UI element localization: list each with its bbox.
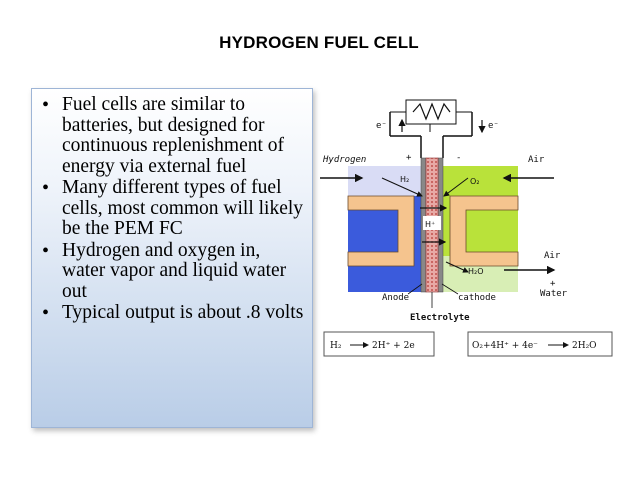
electrolyte-label: Electrolyte [410, 313, 470, 323]
anode-plate [347, 195, 415, 267]
svg-text:2H⁺ + 2e: 2H⁺ + 2e [372, 341, 415, 351]
anode-label: Anode [382, 293, 409, 303]
bullet-item: Fuel cells are similar to batteries, but… [40, 94, 306, 177]
anode-leader-line [407, 283, 423, 295]
anode-equation: H₂ 2H⁺ + 2e [323, 331, 435, 357]
hplus-label: H⁺ [425, 220, 435, 229]
h2-label: H₂ [400, 175, 409, 184]
bullet-item: Hydrogen and oxygen in, water vapor and … [40, 240, 306, 303]
electron-flow-arrows [398, 118, 486, 134]
h2-to-anode-arrow [381, 177, 423, 197]
svg-text:H₂: H₂ [330, 341, 342, 351]
load-resistor [390, 99, 472, 132]
bullet-list: Fuel cells are similar to batteries, but… [40, 94, 306, 324]
water-label: Water [540, 289, 568, 299]
cathode-label: cathode [458, 293, 496, 303]
cathode-equation: O₂+4H⁺ + 4e⁻ 2H₂O [467, 331, 613, 357]
svg-text:2H₂O: 2H₂O [572, 341, 597, 351]
fuel-cell-diagram: e⁻ e⁻ Hydrogen Air + - H₂ O₂ H⁺ H₂O Air … [320, 99, 613, 357]
electron-right-label: e⁻ [488, 121, 499, 131]
electron-left-label: e⁻ [376, 121, 387, 131]
cathode-leader-line [441, 283, 459, 295]
hydrogen-label: Hydrogen [322, 155, 366, 165]
svg-text:O₂+4H⁺ + 4e⁻: O₂+4H⁺ + 4e⁻ [472, 341, 538, 351]
bullet-text-box: Fuel cells are similar to batteries, but… [31, 88, 313, 428]
h2o-label: H₂O [468, 267, 484, 276]
cathode-plate [449, 195, 519, 267]
hplus-label-bg [423, 216, 441, 230]
plus-terminal-label: + [406, 153, 412, 163]
bullet-item: Typical output is about .8 volts [40, 302, 306, 324]
bullet-item: Many different types of fuel cells, most… [40, 177, 306, 240]
minus-terminal-label: - [456, 153, 461, 163]
anode-hydrogen-zone [348, 166, 421, 196]
o2-label: O₂ [470, 177, 480, 186]
air-top-label: Air [528, 155, 545, 165]
external-wires [389, 112, 473, 158]
water-formation-arrow [445, 261, 469, 273]
o2-to-cathode-arrow [443, 177, 469, 197]
slide-title: HYDROGEN FUEL CELL [219, 33, 419, 52]
air-plus-label: + [550, 279, 556, 289]
air-bottom-label: Air [544, 251, 561, 261]
